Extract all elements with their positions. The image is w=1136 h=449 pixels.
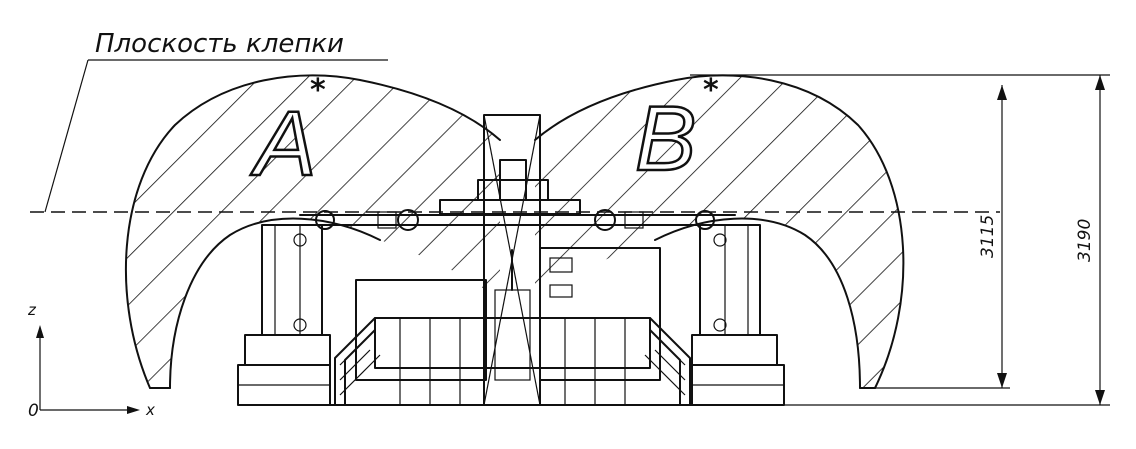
z-axis-label: z [27,301,37,319]
dimension-3190: 3190 [1075,219,1095,262]
right-riveter [691,224,785,406]
zone-b-asterisk: * [703,73,719,108]
rivet-plane-label: Плоскость клепки [95,29,344,59]
dimension-3115: 3115 [978,215,998,258]
zone-a-letter: A [250,93,316,195]
zone-a-asterisk: * [310,73,326,108]
dimension-lines [330,74,1110,406]
origin-label: 0 [28,401,39,421]
cross-beam [299,209,736,231]
left-riveter [237,224,331,406]
axis-indicator [36,325,140,414]
zone-b [534,74,905,389]
title-leader-line [44,59,89,213]
x-axis-label: x [145,401,155,419]
zone-b-letter: B [635,88,696,190]
